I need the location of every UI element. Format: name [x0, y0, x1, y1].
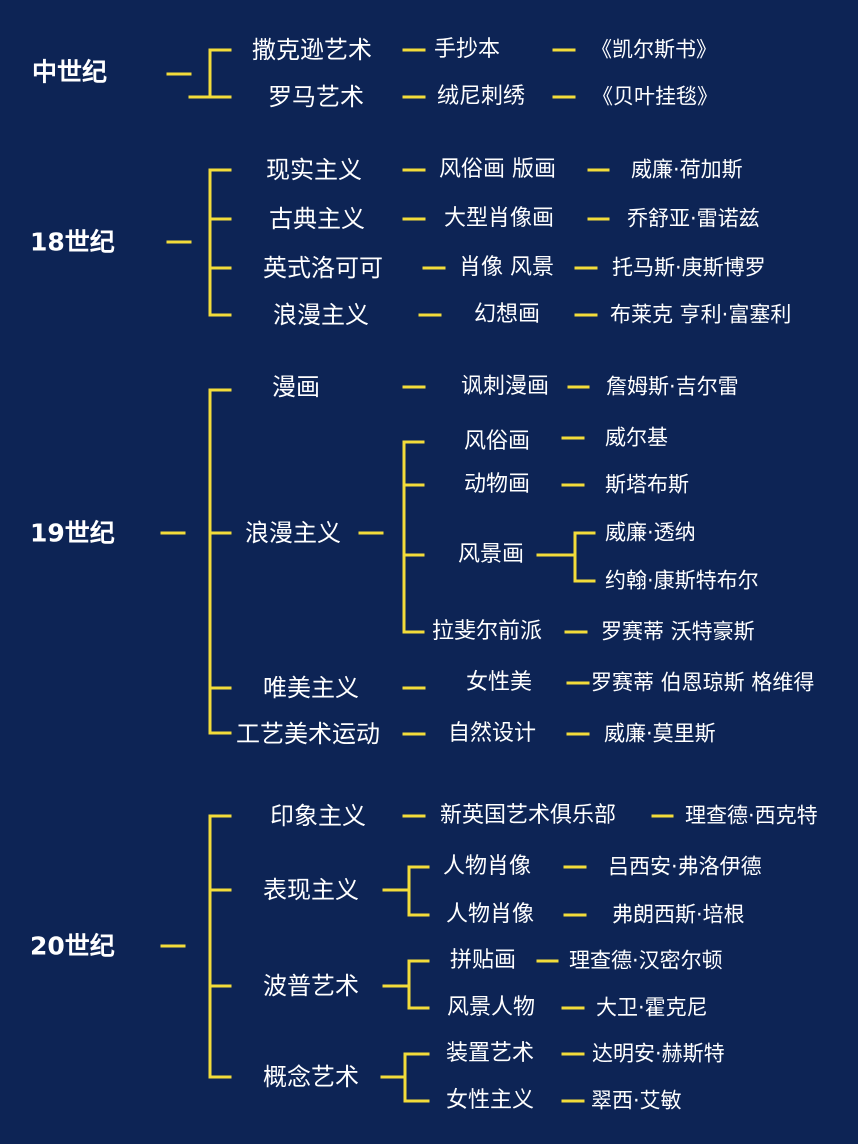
genre-embroidery: 绒尼刺绣 — [437, 84, 526, 109]
movement-impressionism: 印象主义 — [270, 802, 366, 830]
genre-genre-painting-print: 风俗画 版画 — [439, 157, 556, 182]
artist-rossetti-burne-jones: 罗赛蒂 伯恩琼斯 格维得 — [591, 670, 815, 695]
movement-romanticism-18: 浪漫主义 — [273, 301, 369, 329]
genre-landscape-painting: 风景画 — [458, 542, 525, 567]
artist-blake-fuseli: 布莱克 亨利·富塞利 — [610, 302, 792, 327]
genre-manuscript: 手抄本 — [434, 37, 501, 62]
artist-sickert: 理查德·西克特 — [685, 803, 818, 828]
artist-morris: 威廉·莫里斯 — [604, 721, 716, 746]
genre-pre-raphaelite: 拉斐尔前派 — [432, 619, 543, 644]
artist-emin: 翠西·艾敏 — [591, 1088, 682, 1113]
century-19: 19世纪 — [30, 518, 115, 548]
genre-portrait-landscape: 肖像 风景 — [459, 255, 554, 280]
movement-realism: 现实主义 — [266, 156, 362, 184]
genre-portrait-2: 人物肖像 — [446, 902, 535, 927]
movement-english-rococo: 英式洛可可 — [263, 254, 383, 282]
artist-constable: 约翰·康斯特布尔 — [605, 568, 759, 593]
genre-natural-design: 自然设计 — [448, 721, 537, 746]
movement-classicism: 古典主义 — [269, 205, 365, 233]
artist-wilkie: 威尔基 — [605, 425, 668, 450]
genre-fantasy-painting: 幻想画 — [474, 302, 541, 327]
artist-lucian-freud: 吕西安·弗洛伊德 — [608, 854, 762, 879]
century-18: 18世纪 — [30, 227, 115, 257]
genre-feminine-beauty: 女性美 — [466, 670, 533, 695]
movement-saxon-art: 撒克逊艺术 — [252, 36, 372, 64]
genre-collage: 拼贴画 — [450, 948, 517, 973]
genre-satirical-cartoon: 讽刺漫画 — [461, 374, 550, 399]
movement-roman-art: 罗马艺术 — [268, 83, 364, 111]
movement-manga: 漫画 — [272, 373, 320, 401]
example-bayeux-tapestry: 《贝叶挂毯》 — [592, 84, 718, 109]
genre-portrait-1: 人物肖像 — [443, 854, 532, 879]
artist-hirst: 达明安·赫斯特 — [592, 1041, 725, 1066]
artist-stubbs: 斯塔布斯 — [605, 472, 689, 497]
artist-francis-bacon: 弗朗西斯·培根 — [612, 902, 745, 927]
genre-folk-painting: 风俗画 — [464, 429, 531, 454]
artist-hogarth: 威廉·荷加斯 — [631, 157, 743, 182]
movement-pop-art: 波普艺术 — [263, 972, 359, 1000]
artist-reynolds: 乔舒亚·雷诺兹 — [627, 206, 760, 231]
movement-romanticism-19: 浪漫主义 — [245, 519, 341, 547]
genre-feminism: 女性主义 — [446, 1088, 535, 1113]
genre-new-english-art-club: 新英国艺术俱乐部 — [440, 803, 617, 828]
artist-turner: 威廉·透纳 — [605, 520, 696, 545]
movement-expressionism: 表现主义 — [263, 876, 359, 904]
movement-conceptual-art: 概念艺术 — [263, 1063, 359, 1091]
genre-animal-painting: 动物画 — [464, 472, 531, 497]
artist-hockney: 大卫·霍克尼 — [596, 995, 708, 1020]
movement-aestheticism: 唯美主义 — [263, 674, 359, 702]
example-book-of-kells: 《凯尔斯书》 — [591, 37, 717, 62]
century-20: 20世纪 — [30, 931, 115, 961]
century-medieval: 中世纪 — [32, 57, 108, 87]
artist-gainsborough: 托马斯·庚斯博罗 — [612, 255, 766, 280]
genre-installation: 装置艺术 — [446, 1041, 535, 1066]
genre-grand-portrait: 大型肖像画 — [444, 206, 555, 231]
artist-rossetti-waterhouse: 罗赛蒂 沃特豪斯 — [601, 619, 755, 644]
artist-hamilton: 理查德·汉密尔顿 — [569, 948, 723, 973]
movement-arts-and-crafts: 工艺美术运动 — [236, 720, 380, 748]
genre-landscape-figures: 风景人物 — [447, 995, 536, 1020]
artist-gillray: 詹姆斯·吉尔雷 — [606, 374, 739, 399]
